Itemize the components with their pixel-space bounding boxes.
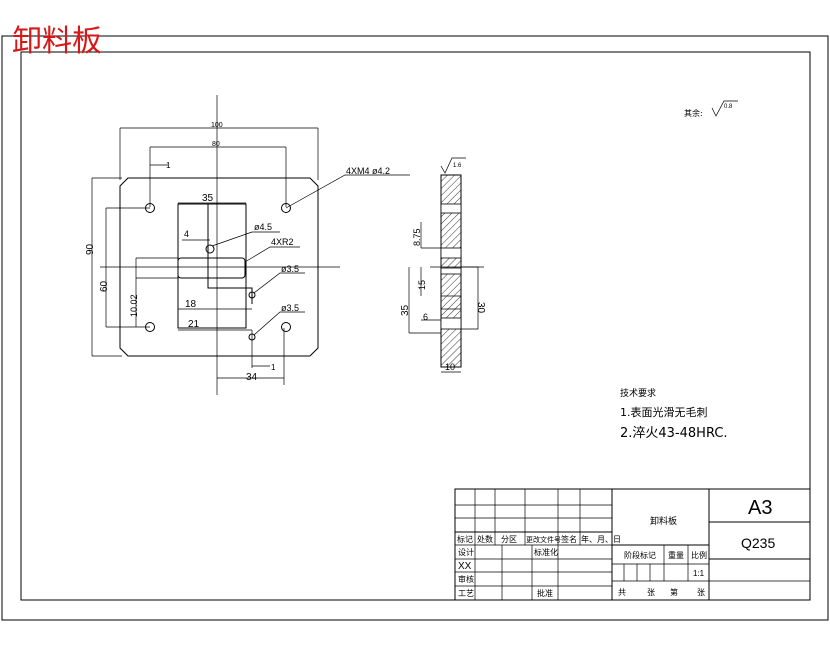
leader-hole35b: [253, 311, 305, 336]
tb-scale-value: 1:1: [693, 569, 705, 578]
tb-scale: 比例: [691, 550, 707, 560]
title-block: 标记 处数 分区 更改文件号 签名 年、月、日 设计 标准化 XX 审核 工艺 …: [454, 488, 811, 601]
tb-header-mark: 标记: [457, 534, 473, 544]
hole-3-5: [248, 333, 256, 341]
tb-header-zone: 分区: [501, 535, 517, 544]
tb-page: 第: [670, 587, 678, 597]
tap-hole: [281, 203, 291, 213]
roughness-16-icon: [440, 157, 466, 174]
dim-hole-span: 80: [212, 141, 220, 148]
dim-10: 10: [445, 362, 455, 372]
dim-18: 18: [185, 299, 197, 310]
tech-requirements: 技术要求 1.表面光滑无毛刺 2.淬火43-48HRC.: [620, 387, 728, 441]
dim-1-top: 1: [166, 161, 171, 170]
callout-r2: 4XR2: [271, 237, 294, 247]
leader-hole35a: [253, 272, 305, 294]
roughness-note: 其余: 0.8: [684, 100, 738, 118]
dim-line-30: [461, 266, 479, 330]
roughness-note-value: 0.8: [724, 104, 733, 110]
r2-slot: [177, 257, 246, 279]
tb-xx: XX: [458, 561, 472, 572]
dim-35: 35: [400, 304, 411, 316]
section-view: 1.6 8.75 15 35 30 6 10: [400, 157, 486, 373]
tb-weight: 重量: [668, 550, 684, 560]
dim-4: 4: [184, 229, 189, 239]
plan-view: 100 80 1 90 60 10.02 35 4: [85, 95, 410, 395]
hole-4-5: [205, 244, 215, 254]
callout-hole45: ø4.5: [254, 222, 272, 232]
tb-design: 设计: [458, 547, 474, 557]
dim-30: 30: [475, 302, 486, 314]
dim-8-75: 8.75: [412, 228, 422, 246]
title-block-frame: [454, 488, 811, 601]
callout-hole35a: ø3.5: [281, 264, 299, 274]
tap-hole: [281, 322, 291, 332]
roughness-symbol-icon: [711, 100, 738, 117]
plate-outline: [119, 177, 319, 357]
section-hole: [440, 317, 462, 330]
tb-header-date: 年、月、日: [581, 534, 621, 544]
dim-slot-width: 35: [202, 193, 214, 204]
hole-3-5: [248, 291, 256, 299]
leader-r2: [244, 246, 300, 263]
tb-review: 审核: [458, 574, 474, 584]
tb-header-sign: 签名: [561, 534, 577, 544]
tb-header-count: 处数: [477, 534, 493, 544]
section-roughness: 1.6: [453, 163, 462, 169]
roughness-note-label: 其余:: [684, 108, 703, 118]
dim-width: 100: [211, 122, 223, 129]
leader-hole45: [211, 231, 280, 247]
section-hole: [440, 203, 462, 214]
dim-height: 90: [85, 243, 96, 255]
tap-hole: [145, 322, 155, 332]
inner-step: [207, 204, 253, 304]
dim-15: 15: [417, 280, 427, 290]
tech-req-item-1: 1.表面光滑无毛刺: [620, 405, 708, 419]
dim-34: 34: [246, 372, 258, 383]
dim-1-bottom: 1: [271, 363, 276, 372]
inner-frame: [20, 51, 811, 601]
tb-part-name: 卸料板: [650, 515, 677, 527]
tb-approve: 批准: [537, 588, 553, 598]
section-hole: [440, 247, 462, 259]
tb-material: Q235: [741, 535, 775, 551]
dim-21: 21: [188, 319, 200, 330]
tb-standard: 标准化: [534, 547, 558, 557]
dim-hole-height: 60: [99, 280, 110, 292]
callout-tap: 4XM4 ø4.2: [346, 166, 390, 176]
tb-page-sheets: 张: [697, 588, 705, 597]
tb-process: 工艺: [458, 589, 474, 598]
page-title: 卸料板: [12, 24, 102, 59]
tb-header-change: 更改文件号: [526, 535, 561, 544]
tb-stage: 阶段标记: [624, 550, 656, 560]
callout-hole35b: ø3.5: [281, 303, 299, 313]
tb-sheet-size: A3: [748, 497, 772, 519]
section-hole: [440, 267, 462, 275]
tech-req-item-2: 2.淬火43-48HRC.: [620, 426, 728, 441]
dim-10-02: 10.02: [129, 294, 139, 317]
leader-tap: [285, 174, 410, 209]
tb-total: 共: [618, 588, 626, 597]
outer-frame: [1, 35, 829, 621]
dim-6: 6: [423, 312, 428, 322]
tap-hole: [145, 203, 155, 213]
tech-req-heading: 技术要求: [620, 387, 656, 399]
tb-sheets: 张: [647, 588, 655, 597]
